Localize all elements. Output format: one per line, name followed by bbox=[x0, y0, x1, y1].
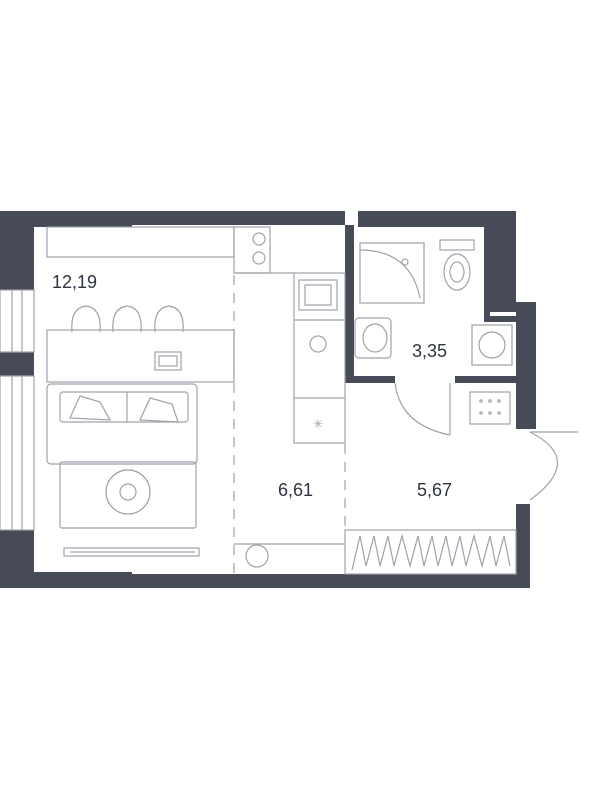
cabinet-dot bbox=[488, 399, 492, 403]
wall-right-upper bbox=[488, 211, 516, 304]
stool bbox=[112, 305, 142, 333]
window-frame-lower bbox=[0, 375, 35, 531]
cabinet-dot bbox=[497, 411, 501, 415]
wall-bath-bottom-b bbox=[455, 376, 518, 383]
wall-right-lower bbox=[516, 504, 530, 588]
hall-fixtures bbox=[344, 391, 578, 575]
window-left bbox=[0, 289, 35, 531]
kitchen-furniture: ✳ bbox=[233, 226, 346, 568]
living-room-furniture bbox=[46, 226, 235, 557]
sofa-backrest bbox=[59, 391, 189, 423]
bar-counter bbox=[46, 329, 235, 383]
wall-right-step-v bbox=[516, 302, 536, 429]
wall-bottom-right bbox=[132, 574, 530, 588]
window-frame-upper bbox=[0, 289, 35, 353]
cabinet-dot bbox=[497, 399, 501, 403]
bathroom-fixtures bbox=[354, 239, 513, 436]
stool bbox=[154, 305, 184, 333]
drain-icon bbox=[401, 258, 409, 266]
shoe-cabinet bbox=[469, 391, 511, 425]
room-area-hall: 5,67 bbox=[417, 480, 452, 500]
wall-bath-left bbox=[345, 225, 354, 383]
sofa bbox=[46, 383, 198, 465]
room-area-kitchen: 6,61 bbox=[278, 480, 313, 500]
laptop-icon bbox=[154, 351, 182, 371]
shower-curve bbox=[359, 249, 421, 299]
sofa-cushion bbox=[139, 397, 179, 423]
washing-machine bbox=[471, 324, 513, 366]
sofa-cushion bbox=[69, 395, 112, 421]
tv-stand bbox=[63, 547, 200, 557]
cabinet-dot bbox=[488, 411, 492, 415]
room-area-living: 12,19 bbox=[52, 272, 97, 292]
wardrobe-hangers bbox=[351, 533, 511, 571]
wall-right-step bbox=[488, 302, 536, 312]
toilet-bowl bbox=[443, 253, 471, 291]
washbasin bbox=[354, 317, 392, 359]
plant-icon bbox=[105, 469, 151, 515]
sink bbox=[298, 279, 338, 311]
entrance-door-swing bbox=[529, 431, 558, 501]
cabinet-dot bbox=[479, 399, 483, 403]
burner bbox=[252, 232, 266, 246]
stool bbox=[71, 305, 101, 333]
laptop-screen bbox=[158, 355, 178, 367]
wardrobe bbox=[46, 226, 235, 258]
hall-wardrobe bbox=[344, 529, 517, 575]
snowflake-icon: ✳ bbox=[313, 417, 323, 431]
stove bbox=[233, 226, 271, 274]
plant-pot bbox=[119, 483, 137, 501]
hob-icon bbox=[309, 335, 327, 353]
wall-top-left bbox=[0, 211, 132, 227]
rug bbox=[59, 461, 197, 529]
wall-top-right bbox=[358, 211, 516, 227]
washbasin-bowl bbox=[362, 323, 388, 353]
bar-stools bbox=[71, 305, 184, 333]
plant-icon-kitchen bbox=[245, 544, 269, 568]
room-area-bathroom: 3,35 bbox=[412, 341, 447, 361]
washing-machine-drum bbox=[478, 331, 506, 359]
kitchen-counter bbox=[293, 272, 346, 444]
toilet-seat bbox=[449, 261, 465, 283]
wall-bath-bottom-a bbox=[345, 376, 395, 383]
wall-top-mid bbox=[132, 211, 345, 225]
wall-bath-divider bbox=[484, 227, 490, 321]
wall-bottom-left bbox=[0, 572, 132, 588]
bathroom-door-swing bbox=[394, 382, 451, 436]
burner bbox=[252, 251, 266, 265]
toilet-tank bbox=[439, 239, 475, 251]
wall-bath-h bbox=[484, 316, 518, 322]
wall-left-mid bbox=[0, 352, 34, 376]
shower-tray bbox=[359, 242, 425, 304]
cabinet-dot bbox=[479, 411, 483, 415]
sink-bowl bbox=[304, 284, 332, 306]
walls bbox=[0, 211, 536, 588]
